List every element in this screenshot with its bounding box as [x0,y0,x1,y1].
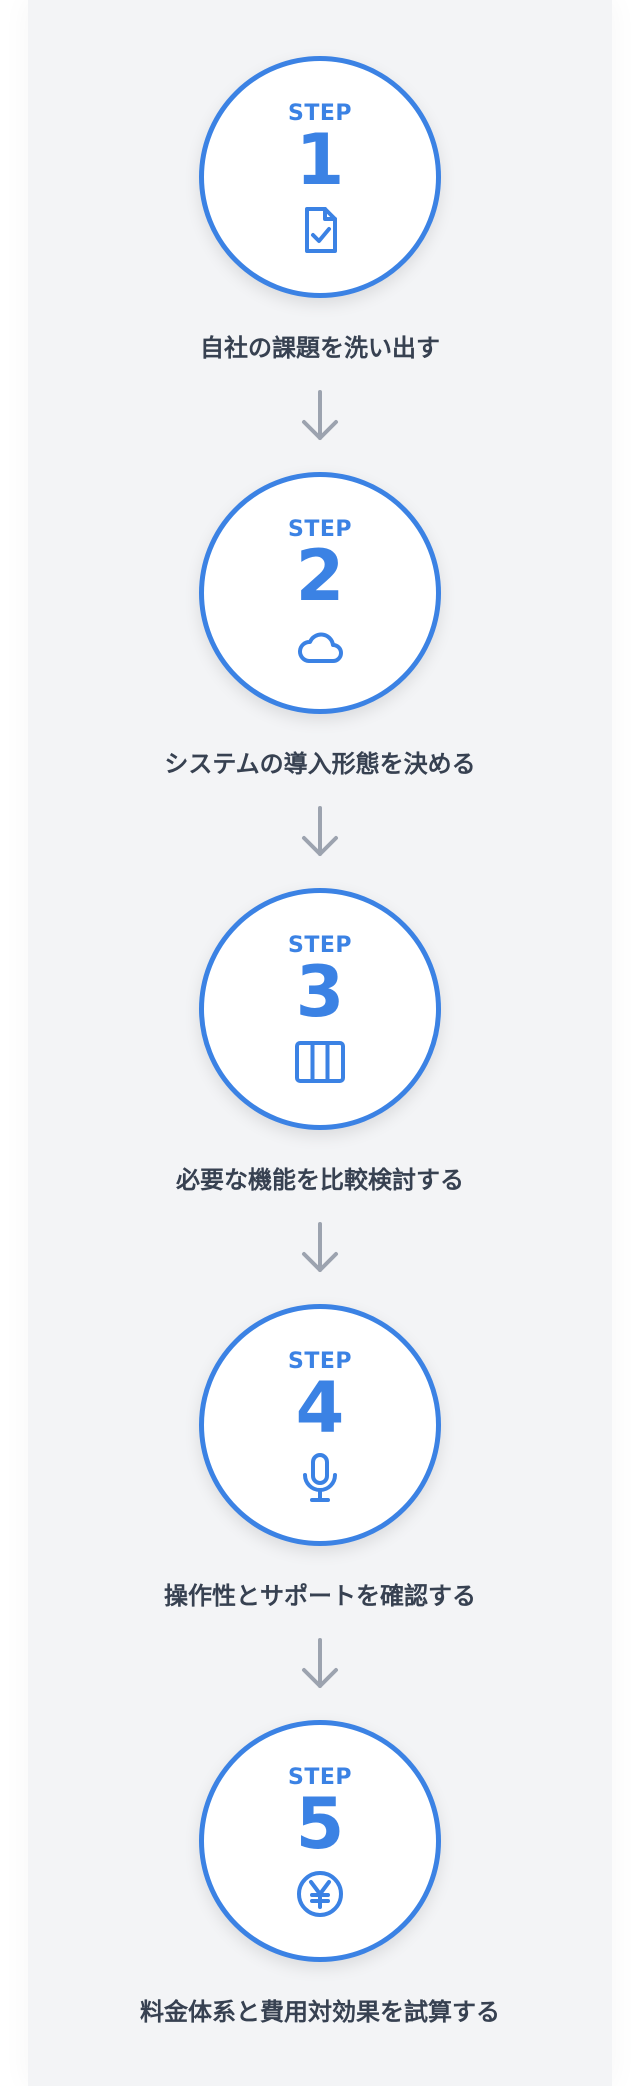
document-check-icon [295,205,345,255]
arrow-down-icon [300,804,340,860]
step-label: 必要な機能を比較検討する [176,1166,464,1194]
step-label: 自社の課題を洗い出す [200,334,440,362]
step-3: STEP 3 必要な機能を比較検討する [0,832,640,1272]
step-word: STEP [287,933,352,958]
step-word: STEP [287,1349,352,1374]
arrow-down-icon [300,1636,340,1692]
step-number: 3 [295,951,345,1033]
step-number: 2 [295,535,345,617]
step-4: STEP 4 操作性とサポートを確認する [0,1248,640,1688]
step-word: STEP [287,101,352,126]
microphone-icon [295,1453,345,1503]
step-number: 1 [295,119,345,201]
step-word: STEP [287,517,352,542]
step-circle: STEP 5 [199,1720,441,1962]
step-number: 4 [295,1367,345,1449]
step-circle: STEP 1 [199,56,441,298]
step-circle: STEP 4 [199,1304,441,1546]
yen-icon [295,1869,345,1919]
arrow-down-icon [300,388,340,444]
step-circle: STEP 2 [199,472,441,714]
step-circle: STEP 3 [199,888,441,1130]
step-1: STEP 1 自社の課題を洗い出す [0,0,640,440]
step-word: STEP [287,1765,352,1790]
step-2: STEP 2 システムの導入形態を決める [0,416,640,856]
step-5: STEP 5 料金体系と費用対効果を試算する [0,1664,640,2080]
cloud-icon [295,621,345,671]
arrow-down-icon [300,1220,340,1276]
step-label: 操作性とサポートを確認する [164,1582,476,1610]
step-label: 料金体系と費用対効果を試算する [140,1998,500,2026]
columns-icon [295,1037,345,1087]
step-label: システムの導入形態を決める [164,750,476,778]
step-number: 5 [295,1783,345,1865]
